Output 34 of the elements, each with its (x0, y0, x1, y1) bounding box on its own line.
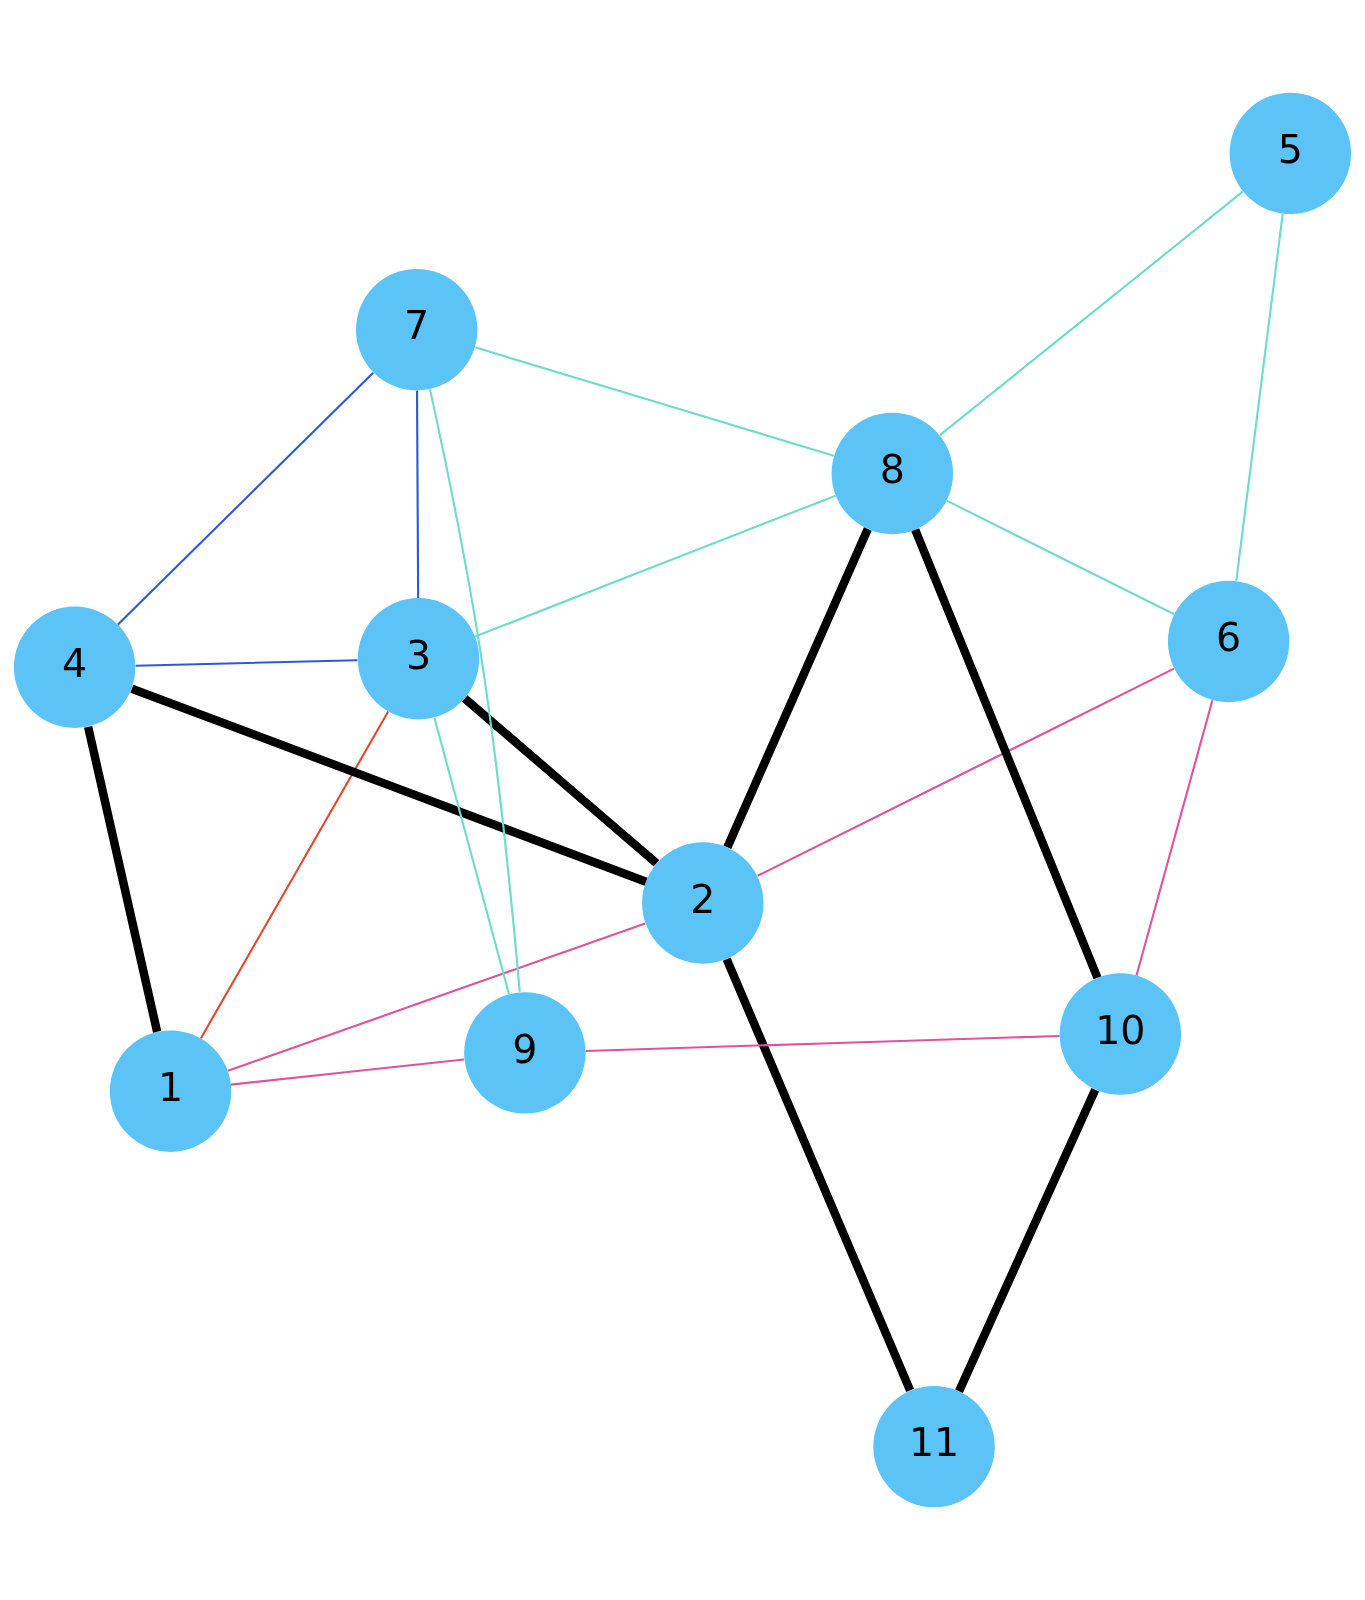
node-circle: 6 (1167, 580, 1290, 703)
node-circle: 5 (1229, 92, 1352, 215)
connector (939, 190, 1244, 436)
connector (230, 1058, 465, 1086)
connector (429, 389, 521, 992)
node-circle: 1 (109, 1030, 232, 1152)
connector (130, 684, 648, 886)
connector (722, 957, 914, 1393)
connector (946, 499, 1175, 616)
connector (227, 922, 646, 1072)
connector (462, 695, 660, 867)
connector (135, 659, 358, 667)
node-circle: 10 (1059, 973, 1182, 1095)
connector (911, 528, 1102, 980)
connector (757, 667, 1175, 877)
connector (955, 1087, 1100, 1393)
connector (585, 1034, 1060, 1052)
connector (433, 717, 511, 995)
connector (1235, 213, 1284, 581)
node-circle: 8 (831, 412, 953, 535)
connector (415, 390, 420, 599)
node-circle: 7 (356, 269, 478, 391)
connector (200, 711, 390, 1039)
node-circle: 11 (873, 1385, 995, 1508)
connector (84, 725, 162, 1033)
connector (1135, 699, 1214, 976)
connector (117, 371, 374, 626)
connector (723, 527, 872, 849)
node-circle: 2 (642, 842, 764, 964)
connector (474, 494, 836, 638)
node-circle: 9 (464, 992, 586, 1114)
connector (474, 346, 835, 457)
node-circle: 3 (357, 598, 480, 720)
node-circle: 4 (13, 606, 136, 728)
